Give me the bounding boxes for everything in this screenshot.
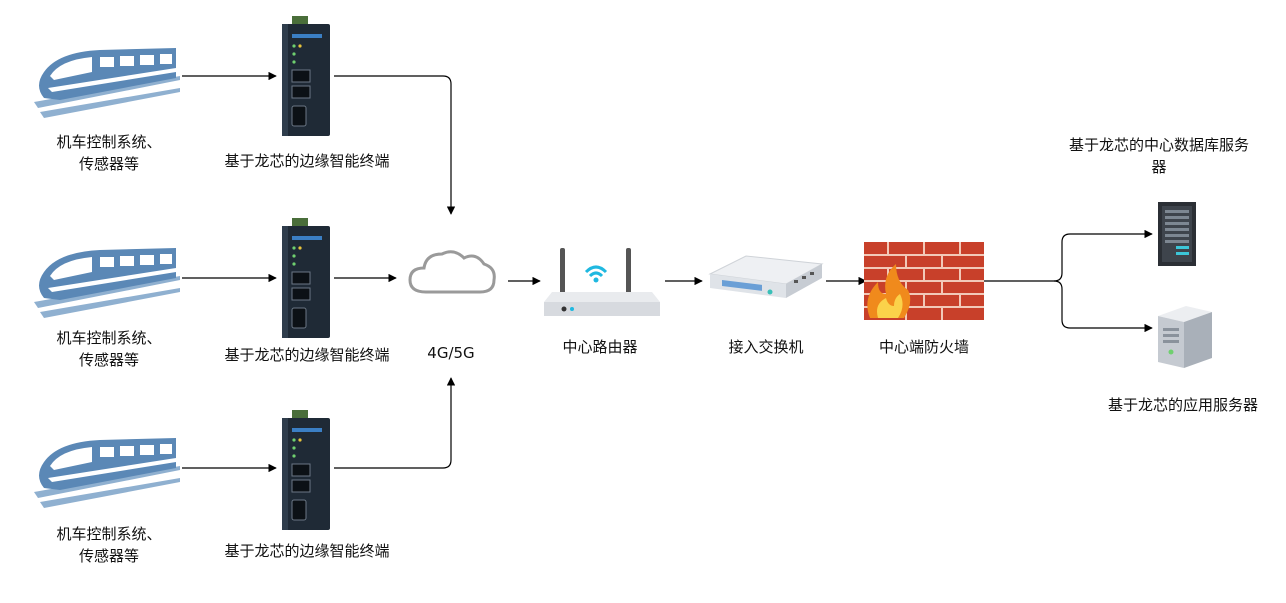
firewall-label: 中心端防火墙 (878, 338, 969, 356)
edge-terminal-label-2: 基于龙芯的边缘智能终端 (224, 346, 390, 364)
edge-terminal-label-3: 基于龙芯的边缘智能终端 (224, 542, 390, 560)
application-server-icon (1158, 306, 1212, 368)
edge-terminal-icon (282, 410, 330, 530)
network-label: 4G/5G (427, 344, 475, 362)
db-server-label: 基于龙芯的中心数据库服务器 (1068, 136, 1249, 176)
locomotive-label-3: 机车控制系统、传感器等 (56, 525, 162, 565)
database-server-icon (1158, 202, 1196, 266)
edge-terminal-icon (282, 16, 330, 136)
edge-terminal-icon (282, 218, 330, 338)
router-label: 中心路由器 (562, 338, 638, 356)
link-terminal1-cloud (334, 75, 456, 215)
router-icon (544, 248, 660, 316)
train-icon (34, 248, 180, 318)
train-icon (34, 48, 180, 118)
link-terminal3-cloud (334, 377, 456, 469)
locomotive-label-1: 机车控制系统、传感器等 (56, 133, 162, 173)
switch-icon (708, 255, 824, 298)
link-firewall-app-server (1053, 280, 1153, 333)
locomotive-label-2: 机车控制系统、传感器等 (56, 329, 162, 369)
firewall-icon (864, 242, 984, 320)
cloud-icon (408, 250, 496, 294)
switch-label: 接入交换机 (728, 338, 804, 356)
train-icon (34, 438, 180, 508)
edge-terminal-label-1: 基于龙芯的边缘智能终端 (224, 152, 390, 170)
app-server-label: 基于龙芯的应用服务器 (1108, 396, 1259, 414)
link-firewall-db-server (984, 229, 1153, 282)
